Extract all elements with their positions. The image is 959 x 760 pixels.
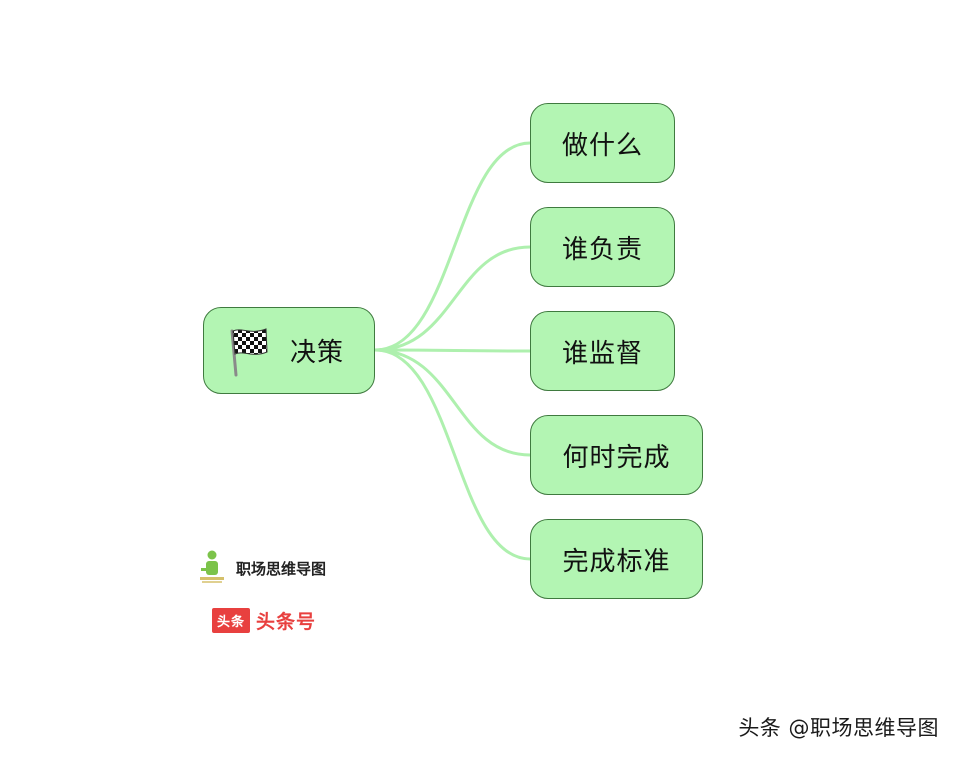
root-node[interactable]: 决策 <box>203 307 375 394</box>
platform-logo-group: 头条 头条号 <box>212 607 316 634</box>
connector-to-branch-1 <box>374 141 531 352</box>
person-logo-icon <box>200 550 224 583</box>
branch-node-label: 何时完成 <box>562 442 671 473</box>
root-node-label: 决策 <box>290 338 345 368</box>
connector-to-branch-5 <box>374 348 531 561</box>
platform-name: 头条号 <box>256 611 317 633</box>
branch-node-2[interactable]: 谁负责 <box>530 207 675 287</box>
branch-node-1[interactable]: 做什么 <box>530 103 675 183</box>
brand-logo-group: 职场思维导图 <box>196 550 326 586</box>
branch-node-label: 谁监督 <box>561 338 643 369</box>
watermark: 头条 @职场思维导图 <box>738 716 939 740</box>
checkered-flag-icon <box>230 327 268 376</box>
branch-node-label: 谁负责 <box>561 234 643 265</box>
branch-node-label: 做什么 <box>561 130 643 161</box>
platform-badge: 头条 <box>212 608 251 633</box>
branch-node-4[interactable]: 何时完成 <box>530 415 703 495</box>
brand-name: 职场思维导图 <box>236 559 327 578</box>
branch-node-3[interactable]: 谁监督 <box>530 311 675 391</box>
connector-to-branch-3 <box>374 348 531 353</box>
connector-to-branch-4 <box>374 348 531 457</box>
connector-to-branch-2 <box>374 245 531 352</box>
branch-node-label: 完成标准 <box>562 546 671 577</box>
branch-node-5[interactable]: 完成标准 <box>530 519 703 599</box>
